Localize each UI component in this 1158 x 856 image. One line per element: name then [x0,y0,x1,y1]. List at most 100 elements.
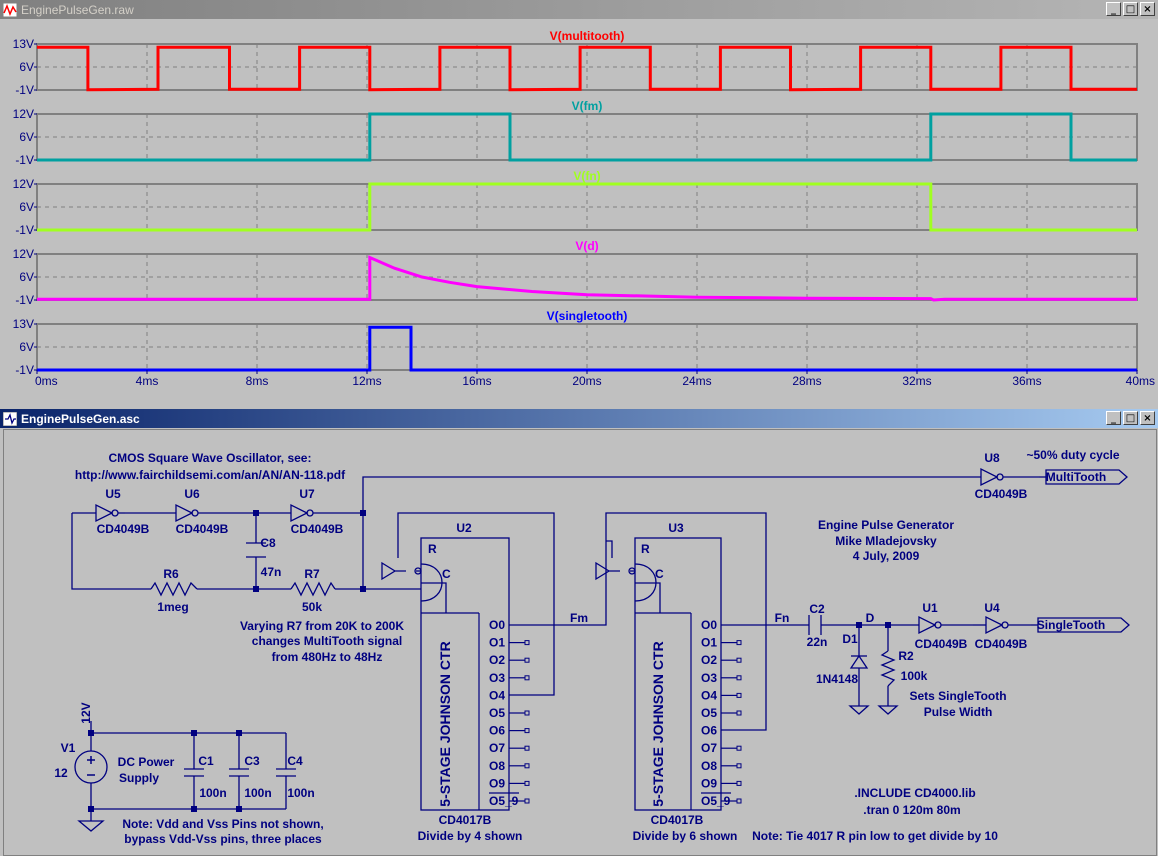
v1-voltage-source[interactable] [74,750,108,784]
u7-value: CD4049B [291,522,344,536]
r7-resistor[interactable] [290,581,336,597]
minimize-button[interactable]: _ [1106,2,1121,16]
d1-diode[interactable] [849,654,869,669]
u3-value: CD4017B [651,813,704,827]
r2-ref: R2 [898,649,914,663]
close-button[interactable]: × [1140,411,1155,425]
trace-label[interactable]: V(fn) [573,169,600,183]
trace-label[interactable]: V(singletooth) [547,309,628,323]
output-label-o6: O6 [489,724,505,738]
trace-line [37,45,1137,92]
output-label-o0: O0 [489,618,505,632]
u3-pin-r: R [641,542,650,556]
trace-label[interactable]: V(d) [575,239,598,253]
u2-johnson-label: 5-STAGE JOHNSON CTR [437,641,453,806]
c4-capacitor[interactable] [276,768,296,777]
c4-ref: C4 [287,754,303,768]
multitooth-port-label: MultiTooth [1046,470,1106,484]
sets-note1: Sets SingleTooth [909,689,1006,703]
output-label-o0: O0 [701,618,717,632]
u3-counter-chip[interactable] [628,537,722,811]
c8-value: 47n [261,565,282,579]
title-line2: Mike Mladejovsky [835,534,937,548]
u3-pin-c: C [655,567,664,581]
multitooth-port-flag[interactable] [1045,469,1128,485]
u5-value: CD4049B [97,522,150,536]
maximize-button[interactable]: □ [1123,411,1138,425]
schematic-canvas[interactable]: CMOS Square Wave Oscillator, see: http:/… [3,429,1157,856]
inverter-symbols [95,467,1039,635]
y-tick-label: -1V [15,363,34,377]
trace-line [37,255,1137,302]
u4-value: CD4049B [975,637,1028,651]
r6-resistor[interactable] [150,581,198,597]
singletooth-port-flag[interactable] [1037,617,1130,633]
output-label-o7: O7 [489,741,505,755]
y-tick-label: -1V [15,153,34,167]
ground-symbols [77,705,899,832]
tie-note: Note: Tie 4017 R pin low to get divide b… [752,829,998,843]
output-label-o5: O5 [489,706,505,720]
waveform-window: EnginePulseGen.raw _ □ × 13V 6V -1V V(multi… [0,0,1158,406]
include-directive[interactable]: .INCLUDE CD4000.lib [854,786,975,800]
r2-value: 100k [901,669,928,683]
u3-output-pins [635,612,742,810]
trace-line [37,182,1137,232]
title-line3: 4 July, 2009 [853,549,920,563]
waveform-plot-area[interactable]: 13V 6V -1V V(multitooth) 12V 6V -1V V(fm) 12V6V-… [0,19,1158,406]
c3-capacitor[interactable] [229,768,249,777]
y-tick-label: -1V [15,223,34,237]
c1-capacitor[interactable] [184,768,204,777]
output-label-o4: O4 [489,688,505,702]
trace-label[interactable]: V(fm) [572,99,603,113]
waveform-pane-4[interactable]: 13V 6V -1V V(singletooth) [13,309,1138,377]
u2-pin-r: R [428,542,437,556]
u5-ref: U5 [105,487,121,501]
c2-capacitor[interactable] [808,615,822,635]
note-vdd-line2: bypass Vdd-Vss pins, three places [124,832,322,846]
output-label-o9: O9 [489,776,505,790]
sets-note2: Pulse Width [924,705,993,719]
output-label-o4: O4 [701,688,717,702]
waveform-titlebar[interactable]: EnginePulseGen.raw _ □ × [0,0,1158,19]
c8-capacitor[interactable] [246,542,266,558]
y-tick-label: 12V [13,107,34,121]
r6-ref: R6 [163,567,179,581]
output-label-o3: O3 [701,671,717,685]
output-label-o7: O7 [701,741,717,755]
v12-net-label: 12V [79,702,93,723]
u2-counter-chip[interactable] [414,537,510,811]
y-tick-label: 6V [19,60,34,74]
output-label-o3: O3 [489,671,505,685]
u3-johnson-label: 5-STAGE JOHNSON CTR [650,641,666,806]
schematic-titlebar[interactable]: EnginePulseGen.asc _ □ × [0,409,1158,428]
maximize-button[interactable]: □ [1123,2,1138,16]
r7-value: 50k [302,600,322,614]
varying-note1: Varying R7 from 20K to 200K [240,619,404,633]
close-button[interactable]: × [1140,2,1155,16]
y-tick-label: 6V [19,340,34,354]
minimize-button[interactable]: _ [1106,411,1121,425]
trace-label[interactable]: V(multitooth) [550,29,625,43]
y-tick-label: 12V [13,177,34,191]
output-label-o8: O8 [489,759,505,773]
r2-resistor[interactable] [880,650,896,687]
u2-ref: U2 [456,521,472,535]
x-tick-label: 16ms [462,374,491,388]
tran-directive[interactable]: .tran 0 120m 80m [863,803,960,817]
output-label-o6: O6 [701,724,717,738]
y-tick-label: 13V [13,37,34,51]
trace-line [37,112,1137,162]
v1-value: 12 [54,766,68,780]
junction-dots [88,510,891,812]
waveform-app-icon [3,2,17,17]
schematic-app-icon [3,411,17,426]
c2-ref: C2 [809,602,825,616]
y-tick-label: 13V [13,317,34,331]
